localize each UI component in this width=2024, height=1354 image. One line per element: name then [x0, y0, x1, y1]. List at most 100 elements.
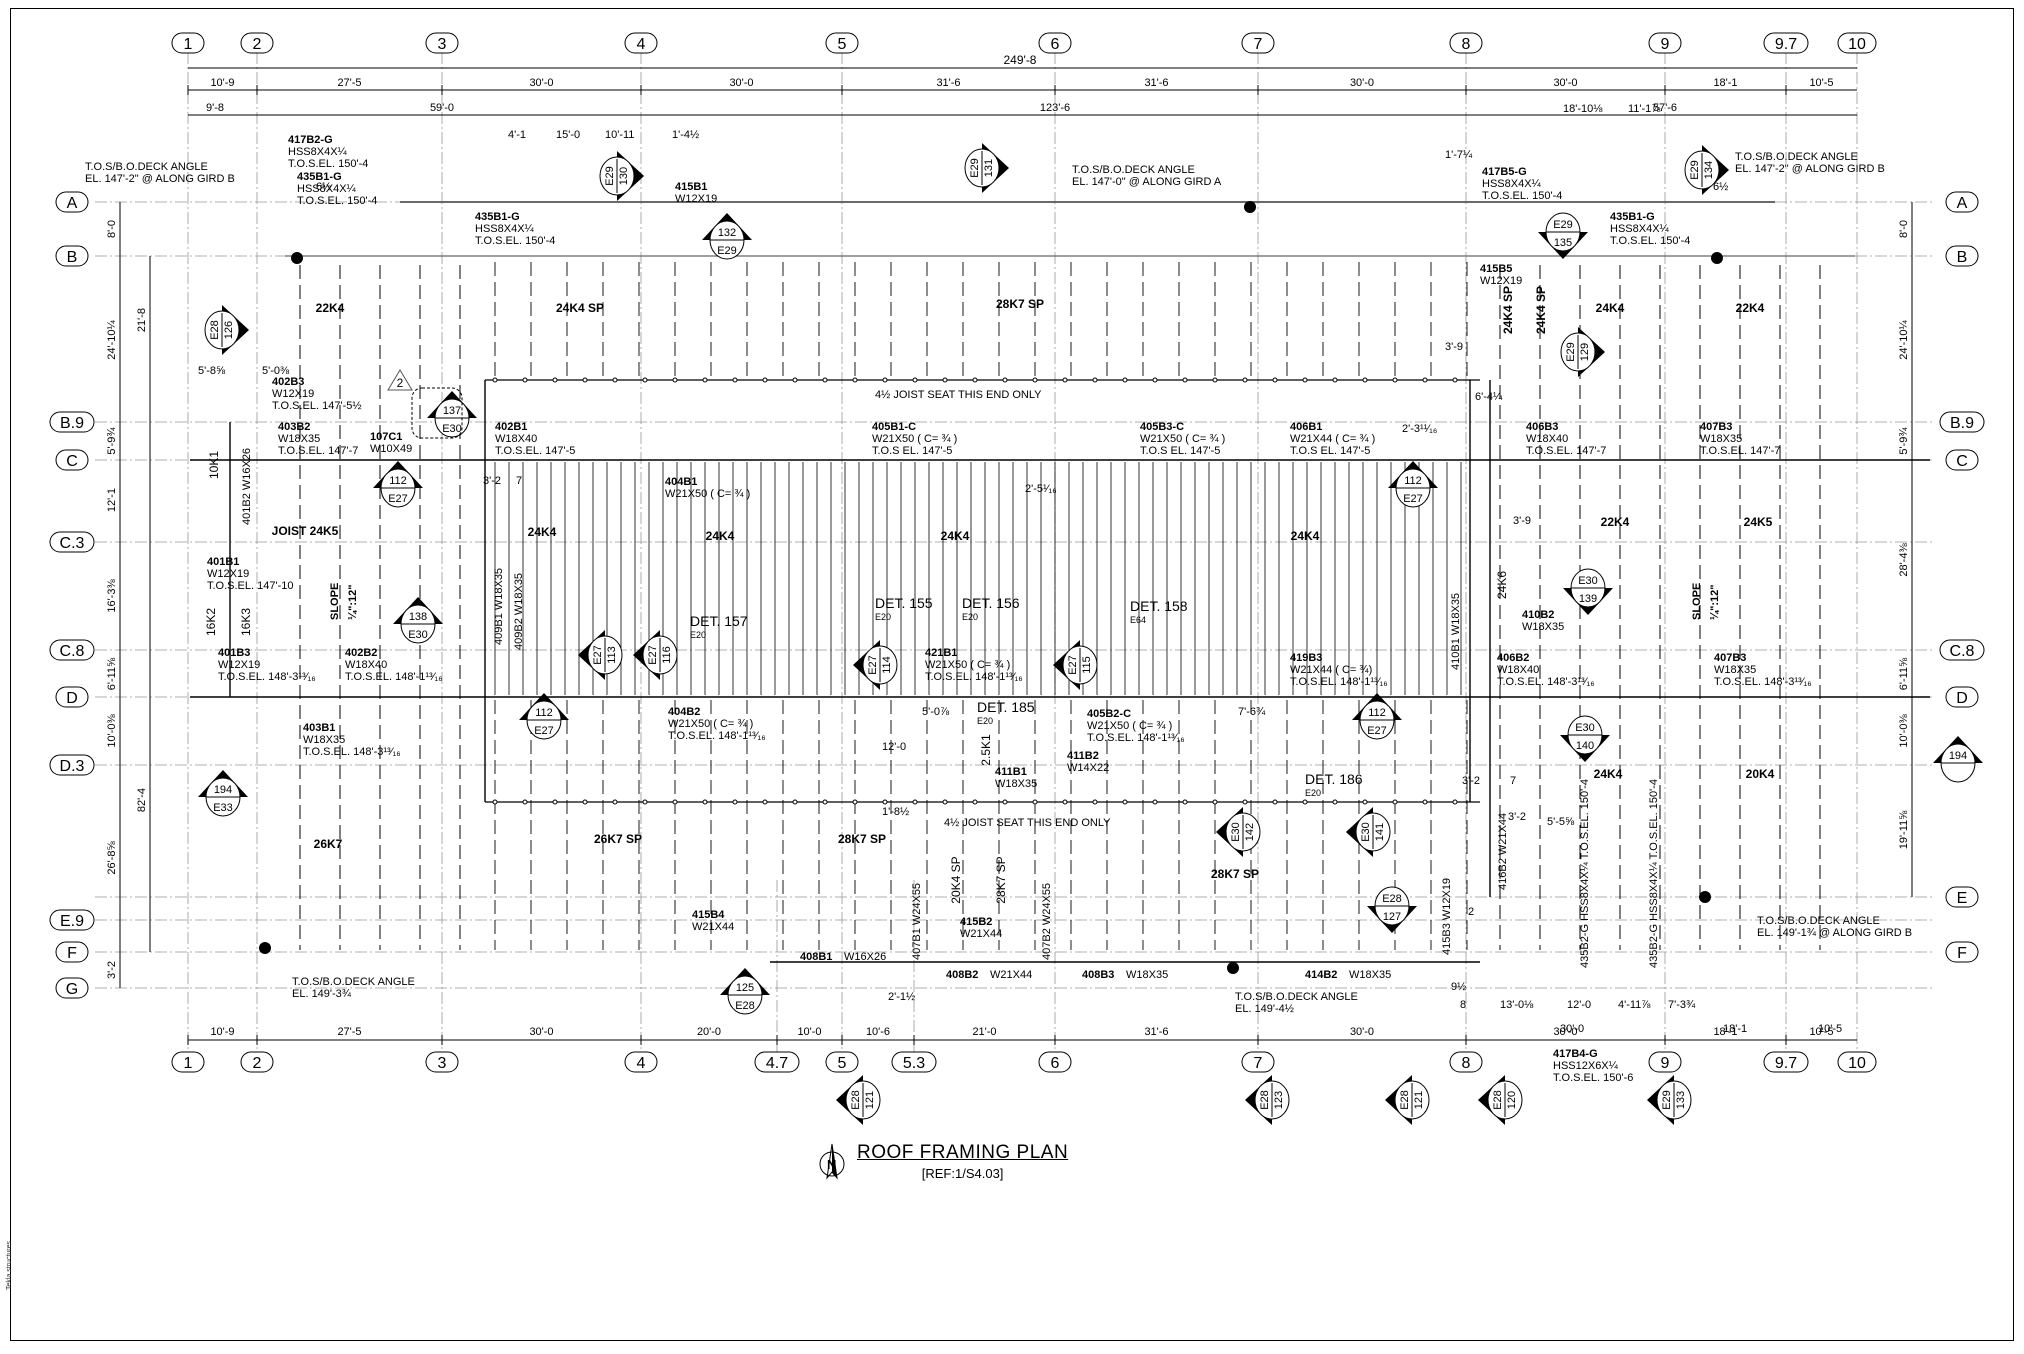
misc-dimension: 5'-8⅝	[198, 365, 226, 377]
dim-top-bay: 18'-1	[1713, 77, 1737, 89]
member-size: W12X19	[1480, 275, 1522, 287]
grid-bubble-right-D-label: D	[1956, 690, 1968, 707]
section-sheet: E30	[1230, 822, 1242, 842]
dim-right: 6'-11⅝	[1898, 657, 1910, 690]
detail-callout: DET. 155	[875, 595, 933, 611]
vertical-member-label: 435B2-G HSS8X4X¼ T.O.S.EL. 150'-4	[1648, 779, 1660, 968]
north-arrow-icon: N	[819, 1143, 845, 1180]
seat-node	[972, 799, 978, 805]
section-sheet: E27	[1067, 655, 1079, 675]
dim-bottom-bay: 30'-0	[1553, 1026, 1577, 1038]
seat-node	[882, 377, 888, 383]
seat-node	[1182, 377, 1188, 383]
member-size: W12X19	[207, 568, 249, 580]
seat-node	[732, 377, 738, 383]
joist-designation: 24K4	[706, 529, 735, 543]
member-size: W18X35	[1714, 664, 1756, 676]
section-number: 115	[1081, 656, 1093, 674]
member-mark: 402B1	[495, 421, 527, 433]
grid-bubble-top-3	[425, 32, 459, 54]
dim-top-bay: 31'-6	[1144, 77, 1168, 89]
misc-dimension: 2	[1468, 906, 1474, 918]
member-elevation: T.O.S.EL. 150'-4	[288, 158, 368, 170]
vendor-mark: Tekla structures	[6, 1240, 13, 1290]
grid-bubble-left-C-label: C	[66, 453, 78, 470]
member-elevation: T.O.S.EL. 148'-1¹³⁄₁₆	[345, 671, 443, 683]
misc-dimension: 3'-9	[1513, 515, 1531, 527]
dim-top-partial: 9'-8	[206, 102, 224, 114]
member-size: W18X40	[345, 659, 387, 671]
detail-callout: DET. 157	[690, 613, 748, 629]
dim-bottom-bay: 21'-0	[972, 1026, 996, 1038]
grid-bubble-bottom-1-label: 1	[184, 1055, 193, 1072]
member-elevation: T.O.S EL. 147'-5	[1290, 445, 1370, 457]
section-number: 120	[1506, 1091, 1518, 1109]
grid-bubble-top-8-label: 8	[1462, 36, 1471, 53]
dim-top-bay: 30'-0	[1553, 77, 1577, 89]
member-elevation: T.O.S.EL. 148'-1¹³⁄₁₆	[1290, 676, 1388, 688]
joist-designation: 24K4	[1291, 529, 1320, 543]
grid-bubble-top-4	[624, 32, 658, 54]
joist-designation: 24K6	[1495, 571, 1509, 599]
dim-left: 8'-0	[106, 220, 118, 238]
grid-bubble-left-B	[55, 245, 89, 267]
misc-dimension: 4'-11⅞	[1618, 999, 1651, 1011]
slope-label: SLOPE	[329, 583, 341, 620]
seat-node	[1362, 799, 1368, 805]
member-mark: 402B2	[345, 647, 377, 659]
member-size: W21X50 ( C= ¾ )	[665, 488, 750, 500]
section-number: 126	[223, 321, 235, 339]
member-size: W18X40	[495, 433, 537, 445]
dim-top-bay: 27'-5	[337, 77, 361, 89]
member-mark: 404B1	[665, 476, 697, 488]
member-mark: 403B2	[278, 421, 310, 433]
grid-bubble-bottom-4	[624, 1051, 658, 1073]
section-number: E29	[1553, 219, 1573, 231]
misc-dimension: 1'-4½	[672, 129, 699, 141]
dim-left: 10'-0⅜	[106, 714, 118, 748]
grid-bubble-bottom-5-label: 5	[838, 1055, 847, 1072]
grid-bubble-bottom-9	[1648, 1051, 1682, 1073]
seat-node	[612, 799, 618, 805]
deck-angle-note-elev: EL. 147'-2" @ ALONG GIRD B	[85, 173, 235, 185]
deck-angle-note: T.O.S/B.O.DECK ANGLE	[1235, 991, 1358, 1003]
grid-bubble-left-E.9-label: E.9	[60, 913, 84, 930]
seat-node	[642, 799, 648, 805]
section-number: 194	[1949, 750, 1967, 762]
grid-bubble-bottom-2	[240, 1051, 274, 1073]
misc-dimension: 5'-0⅜	[262, 365, 290, 377]
section-sheet: E27	[534, 725, 554, 737]
deck-angle-symbol	[291, 252, 303, 264]
member-size: W21X44	[692, 921, 734, 933]
member-mark: 417B2-G	[288, 134, 333, 146]
joist-designation: 22K4	[1601, 515, 1630, 529]
misc-dimension: 3'-2	[483, 475, 501, 487]
misc-dimension: 15'-0	[556, 129, 580, 141]
member-elevation: T.O.S.EL. 147'-5	[495, 445, 575, 457]
joist-seat-note: 4½ JOIST SEAT THIS END ONLY	[944, 817, 1111, 829]
revision-triangle	[387, 369, 413, 391]
member-mark: 435B1-G	[1610, 211, 1655, 223]
joist-designation: 26K7 SP	[594, 832, 642, 846]
grid-bubble-left-C.3-label: C.3	[60, 535, 85, 552]
section-sheet: E27	[1403, 493, 1423, 505]
member-size: HSS12X6X¼	[1553, 1060, 1619, 1072]
joist-seat-note: 4½ JOIST SEAT THIS END ONLY	[875, 389, 1042, 401]
member-elevation: T.O.S.EL. 147'-5½	[272, 400, 362, 412]
dim-left: 3'-2	[106, 961, 118, 979]
detail-callout: DET. 156	[962, 595, 1020, 611]
joist-designation: 28K7 SP	[994, 856, 1008, 903]
grid-bubble-right-D	[1945, 686, 1979, 708]
grid-bubble-bottom-5.3	[891, 1051, 937, 1073]
section-sheet: E27	[1367, 725, 1387, 737]
seat-node	[1422, 799, 1428, 805]
section-number: 131	[983, 159, 995, 177]
section-sheet: E28	[1259, 1090, 1271, 1110]
dim-bottom-bay: 20'-0	[697, 1026, 721, 1038]
